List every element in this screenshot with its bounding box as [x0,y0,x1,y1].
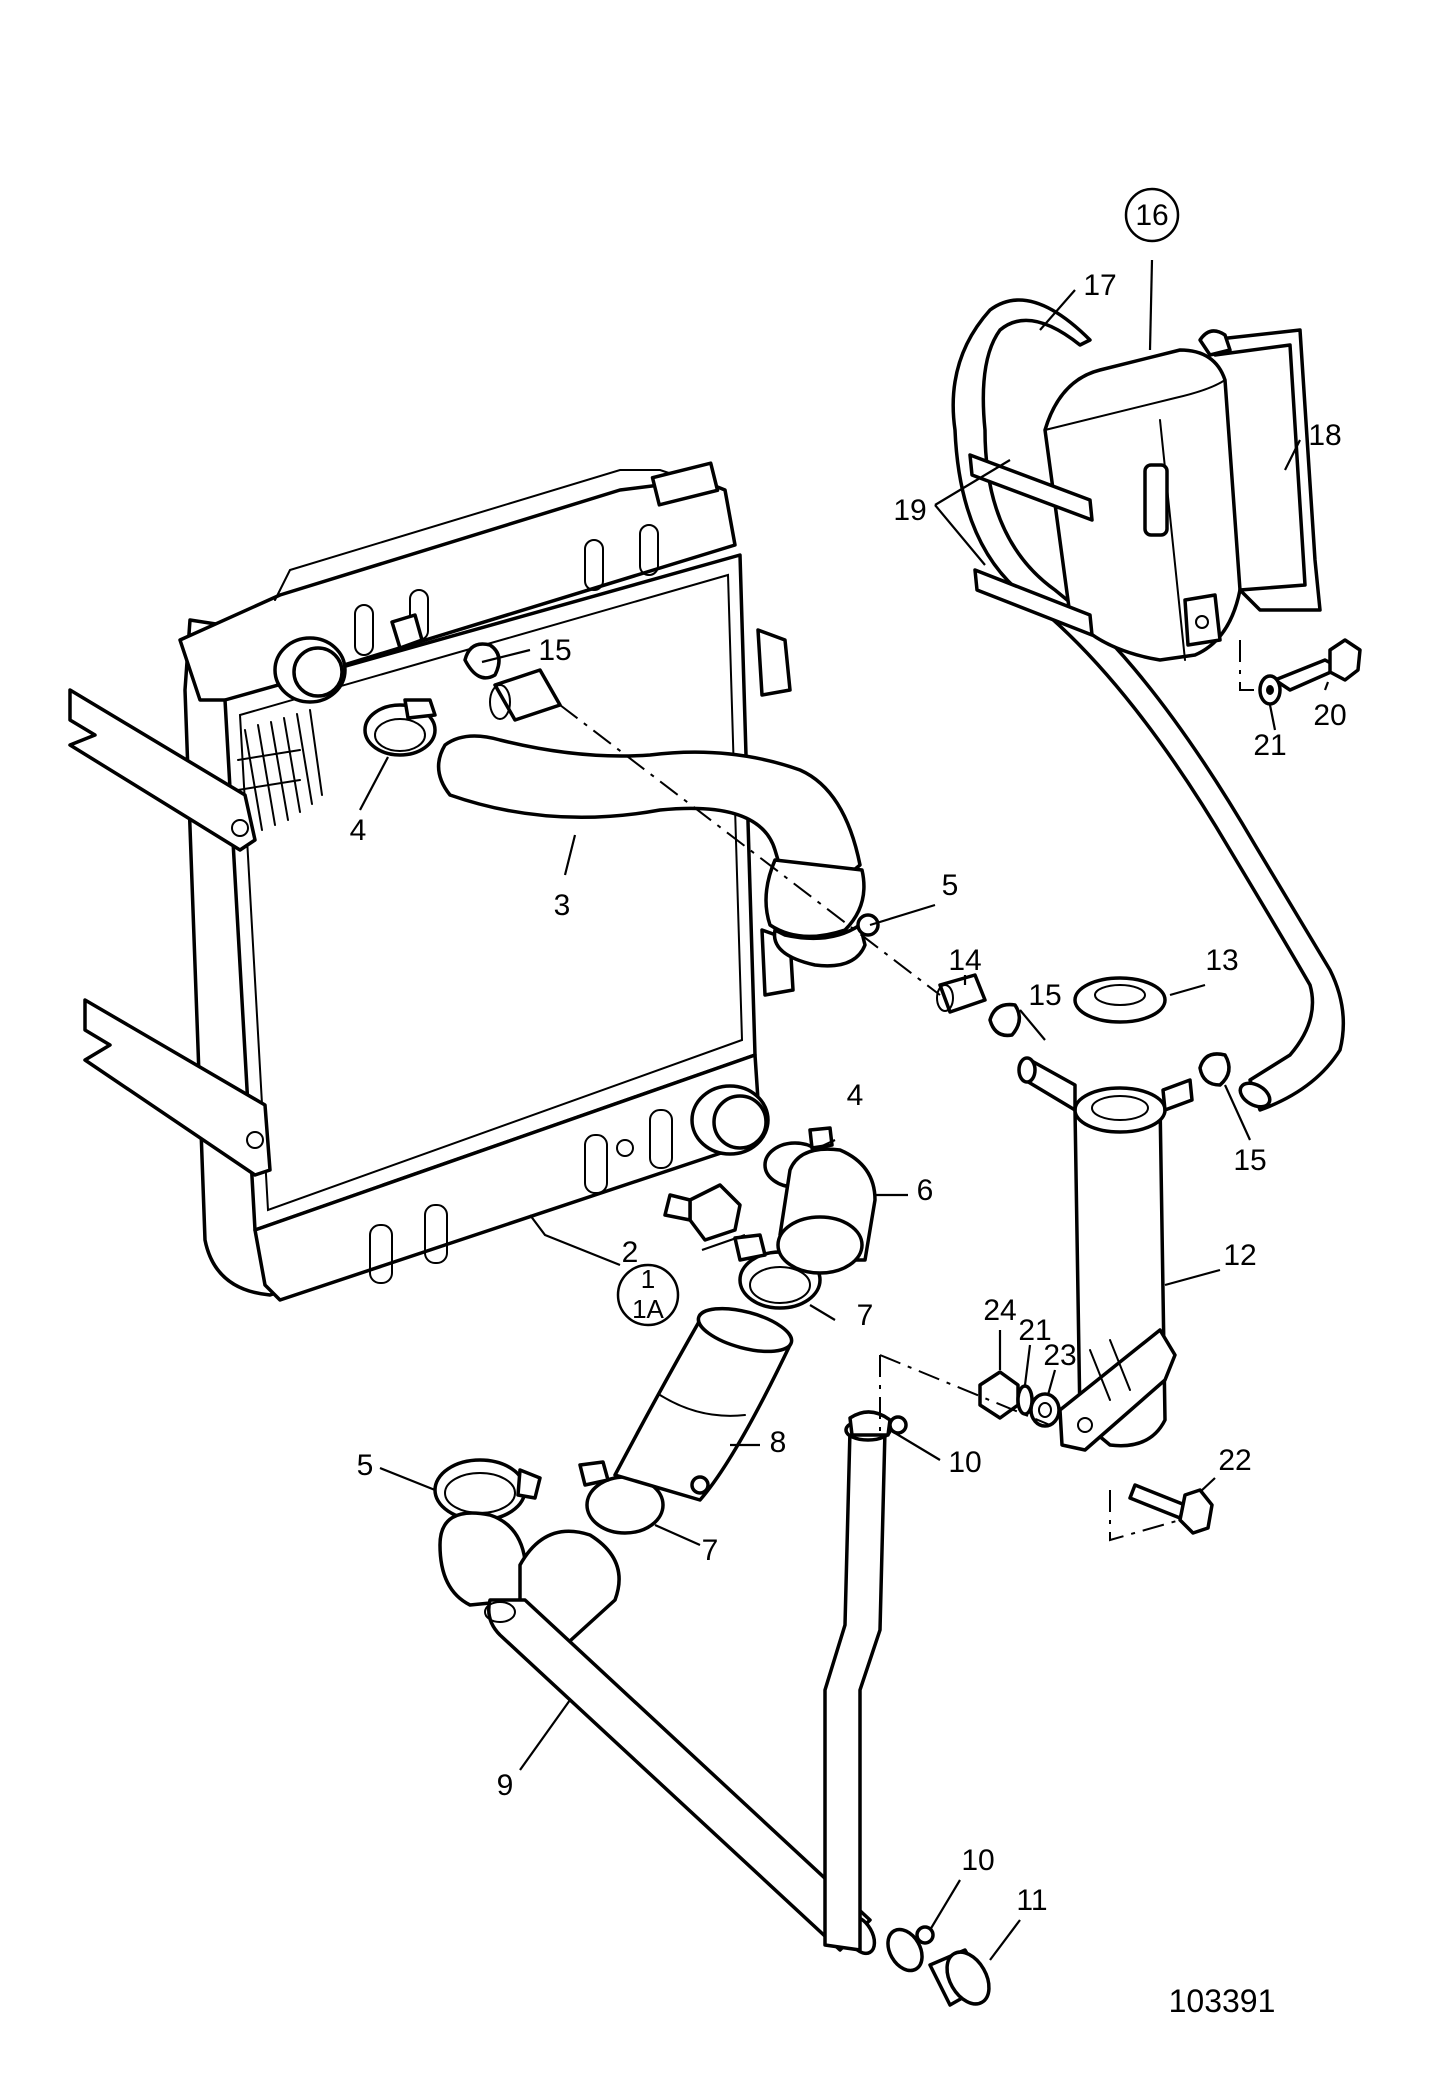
nut-24 [978,1370,1020,1420]
callout-23: 23 [1043,1339,1076,1372]
callout-5-upper: 5 [942,869,959,902]
callout-22: 22 [1218,1444,1251,1477]
callout-19: 19 [893,494,926,527]
callout-circle-16 [1124,187,1180,243]
callout-15-middle: 15 [1028,979,1061,1012]
callout-15-right: 15 [1233,1144,1266,1177]
overflow-hose-17 [951,298,1346,1112]
radiator [68,461,795,1302]
clamp-10-bottom [886,1925,935,1973]
callout-8: 8 [770,1426,787,1459]
reservoir-tank [968,328,1322,662]
callout-6: 6 [917,1174,934,1207]
callout-18: 18 [1308,419,1341,452]
callout-1: 1 [641,1264,655,1294]
clamp-7-lower [578,1460,665,1535]
hose-9 [438,1511,877,1956]
clamp-4-top [363,698,437,757]
callout-12: 12 [1223,1239,1256,1272]
callout-21-bottom: 21 [1018,1314,1051,1347]
callout-10-upper: 10 [948,1446,981,1479]
clamp-5-upper [772,913,880,968]
bolt-22 [1128,1483,1214,1535]
bolt-20 [1273,638,1362,692]
callout-24: 24 [983,1294,1016,1327]
lower-elbow-hose [776,1147,877,1275]
filler-cap-13 [1073,976,1167,1024]
callout-14: 14 [948,944,981,977]
callout-5-lower: 5 [357,1449,374,1482]
callout-21-top: 21 [1253,729,1286,762]
callout-7-upper: 7 [857,1299,874,1332]
washer-21-top [1258,674,1282,706]
clamp-5-lower [433,1458,542,1522]
callout-4-lower: 4 [847,1079,864,1112]
expansion-tank [1017,1056,1194,1452]
cap-11 [928,1948,991,2007]
hose-10 [823,1410,908,1952]
callout-11: 11 [1016,1884,1047,1917]
drawing-number: 103391 [1169,1983,1276,2019]
callout-9: 9 [497,1769,514,1802]
washer-23 [1029,1392,1061,1428]
callout-7-lower: 7 [702,1534,719,1567]
callout-circle-1 [616,1263,680,1327]
callout-2: 2 [622,1236,639,1269]
small-hose-middle [936,973,1022,1038]
assembly-lines [559,640,1260,1542]
callout-16: 16 [1135,199,1168,232]
callout-10-bottom: 10 [961,1844,994,1877]
callout-4-top: 4 [350,814,367,847]
pipe-8 [613,1306,794,1502]
leader-lines [359,259,1330,1961]
clamp-15-right [1198,1052,1231,1087]
callout-15-top: 15 [538,634,571,667]
callout-20: 20 [1313,699,1346,732]
callout-13: 13 [1205,944,1238,977]
callout-17: 17 [1083,269,1116,302]
callout-3: 3 [554,889,571,922]
callout-1a: 1A [632,1294,664,1324]
